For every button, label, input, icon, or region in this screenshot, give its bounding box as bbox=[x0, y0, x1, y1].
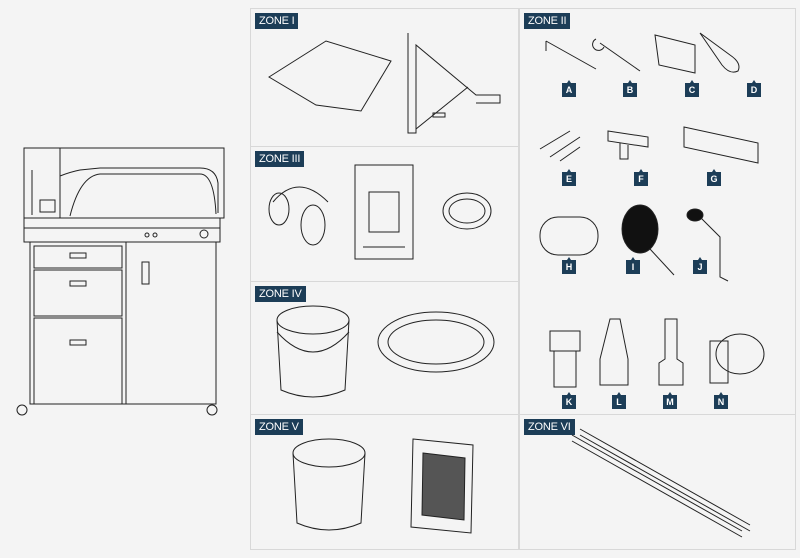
tag-c: C bbox=[685, 80, 699, 97]
tag-n: N bbox=[714, 392, 728, 409]
tag-m: M bbox=[663, 392, 677, 409]
tag-k: K bbox=[562, 392, 576, 409]
plate-and-bracket-icon bbox=[268, 33, 501, 134]
zone-6-panel: ZONE VI bbox=[519, 414, 796, 550]
tag-b: B bbox=[623, 80, 637, 97]
bucket-and-filter-icon bbox=[292, 438, 474, 534]
zone-1-panel: ZONE I bbox=[250, 8, 519, 147]
tag-e: E bbox=[562, 169, 576, 186]
tag-i: I bbox=[626, 257, 640, 274]
zone-4-panel: ZONE IV bbox=[250, 281, 519, 415]
tag-d: D bbox=[747, 80, 761, 97]
tag-f: F bbox=[634, 169, 648, 186]
tools-and-nozzles-icon bbox=[539, 32, 765, 388]
zone-2-label: ZONE II bbox=[524, 13, 571, 29]
tag-j: J bbox=[693, 257, 707, 274]
tag-l: L bbox=[612, 392, 626, 409]
zone-5-panel: ZONE V bbox=[250, 414, 519, 550]
tag-h: H bbox=[562, 257, 576, 274]
zone-3-panel: ZONE III bbox=[250, 146, 519, 282]
rails-icon bbox=[571, 428, 751, 538]
tag-g: G bbox=[707, 169, 721, 186]
zone-3-label: ZONE III bbox=[255, 151, 305, 167]
zone-2-panel: ZONE II A B C D E F G H I J K L M N bbox=[519, 8, 796, 415]
zone-4-label: ZONE IV bbox=[255, 286, 306, 302]
earmuffs-manual-cable-icon bbox=[268, 164, 492, 260]
bucket-and-hose-icon bbox=[276, 305, 495, 398]
workstation-illustration bbox=[16, 147, 225, 416]
zone-5-label: ZONE V bbox=[255, 419, 303, 435]
tag-a: A bbox=[562, 80, 576, 97]
zone-1-label: ZONE I bbox=[255, 13, 299, 29]
zone-6-label: ZONE VI bbox=[524, 419, 575, 435]
